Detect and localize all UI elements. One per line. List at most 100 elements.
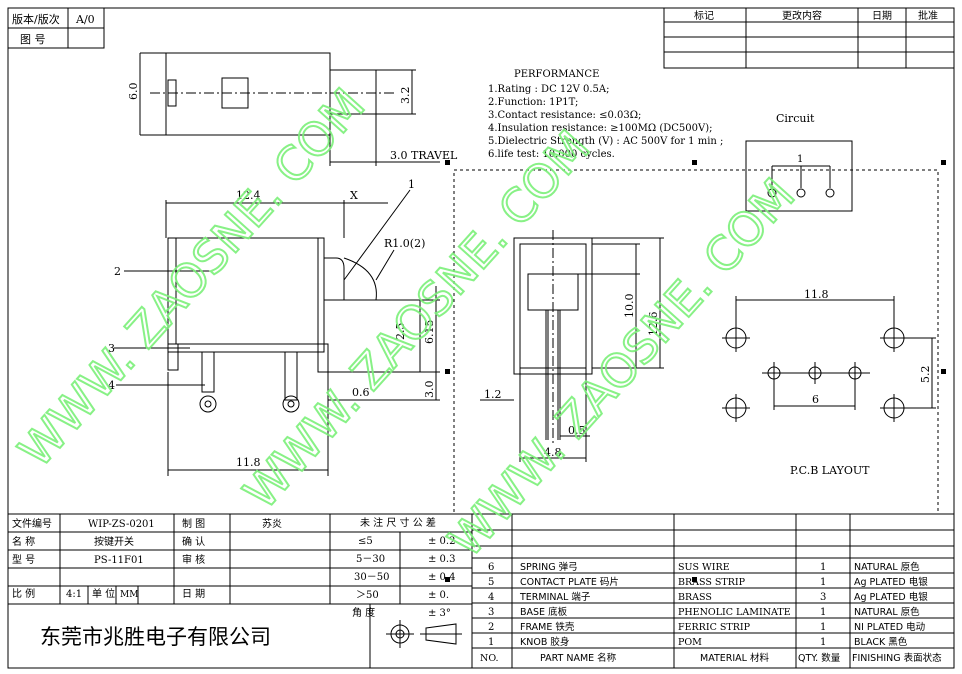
bom-finish-2: NI PLATED 电动 [854,621,925,633]
tol-value-3: ± 0.4 [428,572,455,583]
top-view [139,52,440,166]
bom-material-3: PHENOLIC LAMINATE [678,607,791,618]
draw-label: 制 图 [182,517,205,530]
bom-qty-1: 1 [820,637,826,648]
dim-side-10: 10.0 [623,294,636,319]
bom-finish-3: NATURAL 原色 [854,606,920,618]
revision-table [663,7,955,69]
performance-item-6: 6.life test: 10,000 cycles. [488,149,615,160]
pcb-dim-pitch: 6 [812,393,819,406]
performance-title: PERFORMANCE [514,69,599,80]
callout-4: 4 [108,379,115,392]
bom-part-4: TERMINAL 端子 [519,591,591,603]
date-label: 日 期 [182,588,205,600]
dim-width: 12.4 [236,189,261,202]
callout-1: 1 [408,178,415,191]
bom-finish-1: BLACK 黑色 [854,636,908,648]
pcb-layout [722,296,936,422]
tol-range-1: ≤5 [358,536,373,547]
version-box [7,7,105,49]
tol-value-2: ± 0.3 [428,554,455,565]
bom-no-2: 2 [488,622,494,633]
rev-header-approve: 批准 [918,9,938,22]
section-markers [445,160,946,582]
bom-finish-6: NATURAL 原色 [854,561,920,573]
performance-item-1: 1.Rating : DC 12V 0.5A; [488,84,610,95]
title-block [8,513,472,668]
drawer-name: 苏炎 [262,517,282,530]
dim-base-width: 11.8 [236,456,261,469]
bom-material-2: FERRIC STRIP [678,622,751,633]
drawing-no-label: 图 号 [20,33,46,46]
bom-no-3: 3 [488,607,494,618]
performance-item-4: 4.Insulation resistance: ≥100MΩ (DC500V)… [488,123,713,134]
doc-no-label: 文件编号 [12,517,52,530]
version-label: 版本/版次 [12,12,60,26]
rev-header-mark: 标记 [694,10,714,22]
bom-header-finishing: FINISHING 表面状态 [852,652,942,664]
bom-header-material: MATERIAL 材料 [700,652,769,664]
bom-no-4: 4 [488,592,494,603]
bom-part-6: SPRING 弹弓 [520,561,578,573]
name-label: 名 称 [12,535,35,548]
bom-part-1: KNOB 胶身 [520,636,569,648]
dim-radius: R1.0(2) [384,237,425,250]
callout-2: 2 [114,265,121,278]
name-value: 按键开关 [94,535,134,548]
pcb-title: P.C.B LAYOUT [790,464,870,477]
callout-3: 3 [108,342,115,355]
dim-x: X [350,189,358,202]
confirm-label: 确 认 [182,535,205,548]
tol-range-5: 角 度 [352,606,375,619]
bom-qty-4: 3 [820,592,826,603]
bom-material-4: BRASS [678,592,712,603]
bom-qty-3: 1 [820,607,826,618]
dim-3-0: 3.0 [423,381,436,399]
bom-qty-6: 1 [820,562,826,573]
review-label: 审 核 [182,553,205,566]
tolerance-title: 未 注 尺 寸 公 差 [360,516,436,529]
bom-no-1: 1 [488,637,494,648]
tol-value-4: ± 0. [428,590,449,601]
dim-6-15: 6.15 [423,320,436,345]
side-view [480,230,664,462]
rev-header-date: 日期 [872,10,892,22]
bom-material-1: POM [678,637,702,648]
tol-range-2: 5－30 [356,554,385,565]
bom-qty-5: 1 [820,577,826,588]
drawing-border [7,7,955,669]
tol-value-5: ± 3° [428,608,451,619]
dim-side-4-8: 4.8 [544,446,562,459]
unit-label: 单 位 [92,587,115,600]
dim-side-1-2: 1.2 [484,388,502,401]
bom-table [471,513,954,668]
dim-side-0-5: 0.5 [568,424,586,437]
dim-top-height: 6.0 [127,83,140,101]
pcb-dim-height: 5.2 [919,366,932,384]
bom-header-part: PART NAME 名称 [540,652,617,664]
circuit-diagram [745,140,853,212]
bom-no-5: 5 [488,577,494,588]
company-name: 东莞市兆胜电子有限公司 [40,625,271,649]
bom-part-2: FRAME 铁壳 [520,621,575,633]
tol-value-1: ± 0.2 [428,536,455,547]
unit-value: MM [120,590,138,600]
bom-finish-4: Ag PLATED 电银 [854,591,928,603]
version-value: A/0 [75,13,95,26]
front-view [114,189,440,476]
tol-range-3: 30－50 [354,572,389,583]
dim-plunger: 3.2 [399,87,412,105]
pcb-dim-width: 11.8 [804,288,829,301]
bom-material-5: BRASS STRIP [678,577,746,588]
bom-material-6: SUS WIRE [678,562,730,573]
model-value: PS-11F01 [94,555,144,566]
dim-2-5: 2.5 [394,323,407,341]
bom-header-no: NO. [480,653,499,664]
bom-no-6: 6 [488,562,494,573]
performance-item-3: 3.Contact resistance: ≤0.03Ω; [488,110,641,121]
bom-finish-5: Ag PLATED 电银 [854,576,928,588]
doc-no-value: WIP-ZS-0201 [88,519,155,530]
dim-travel: 3.0 TRAVEL [390,149,458,162]
